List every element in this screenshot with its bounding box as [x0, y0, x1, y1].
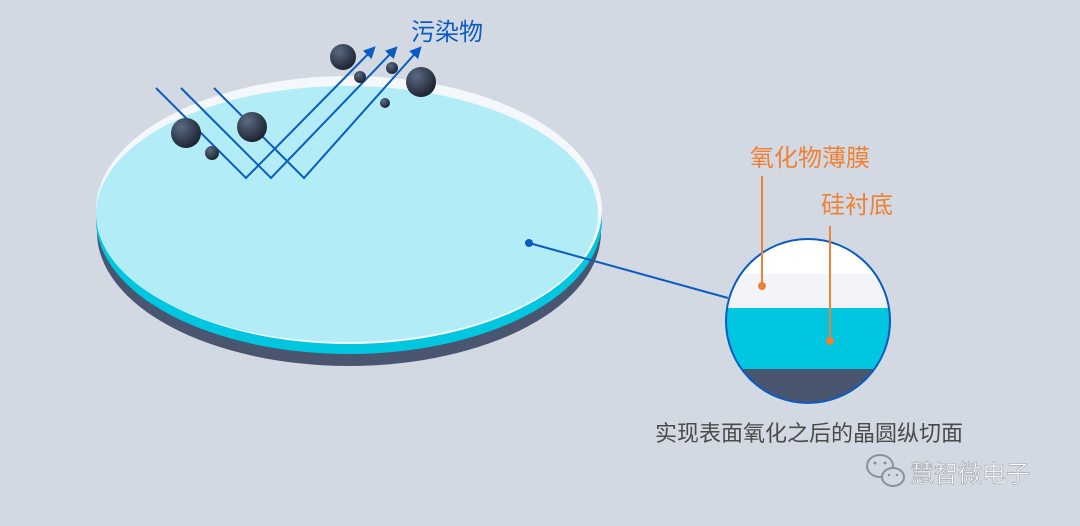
wafer-top-surface — [96, 86, 598, 342]
wafer — [96, 76, 602, 366]
particle — [386, 62, 398, 74]
wechat-icon — [866, 454, 905, 487]
particle — [237, 112, 267, 142]
section-outline — [725, 238, 891, 404]
particle — [171, 118, 201, 148]
contaminant-particles — [171, 44, 436, 160]
cross-section — [725, 238, 891, 404]
label-silicon-substrate: 硅衬底 — [821, 191, 893, 219]
particle — [380, 98, 390, 108]
section-oxide-layer — [726, 274, 890, 308]
caption: 实现表面氧化之后的晶圆纵切面 — [655, 422, 963, 447]
label-contaminants: 污染物 — [411, 18, 483, 46]
label-oxide-film: 氧化物薄膜 — [750, 144, 870, 172]
particle — [406, 67, 436, 97]
oxide-point — [758, 282, 766, 290]
particle — [354, 71, 366, 83]
watermark: 慧智微电子 — [866, 454, 1030, 488]
silicon-point — [826, 337, 834, 345]
particle — [330, 44, 356, 70]
layer-leaders — [761, 176, 831, 340]
section-connector — [525, 239, 729, 299]
watermark-text: 慧智微电子 — [910, 460, 1030, 488]
arrow-2 — [180, 46, 398, 180]
particle — [205, 146, 219, 160]
section-point — [525, 239, 533, 247]
section-silicon-layer — [726, 308, 890, 369]
